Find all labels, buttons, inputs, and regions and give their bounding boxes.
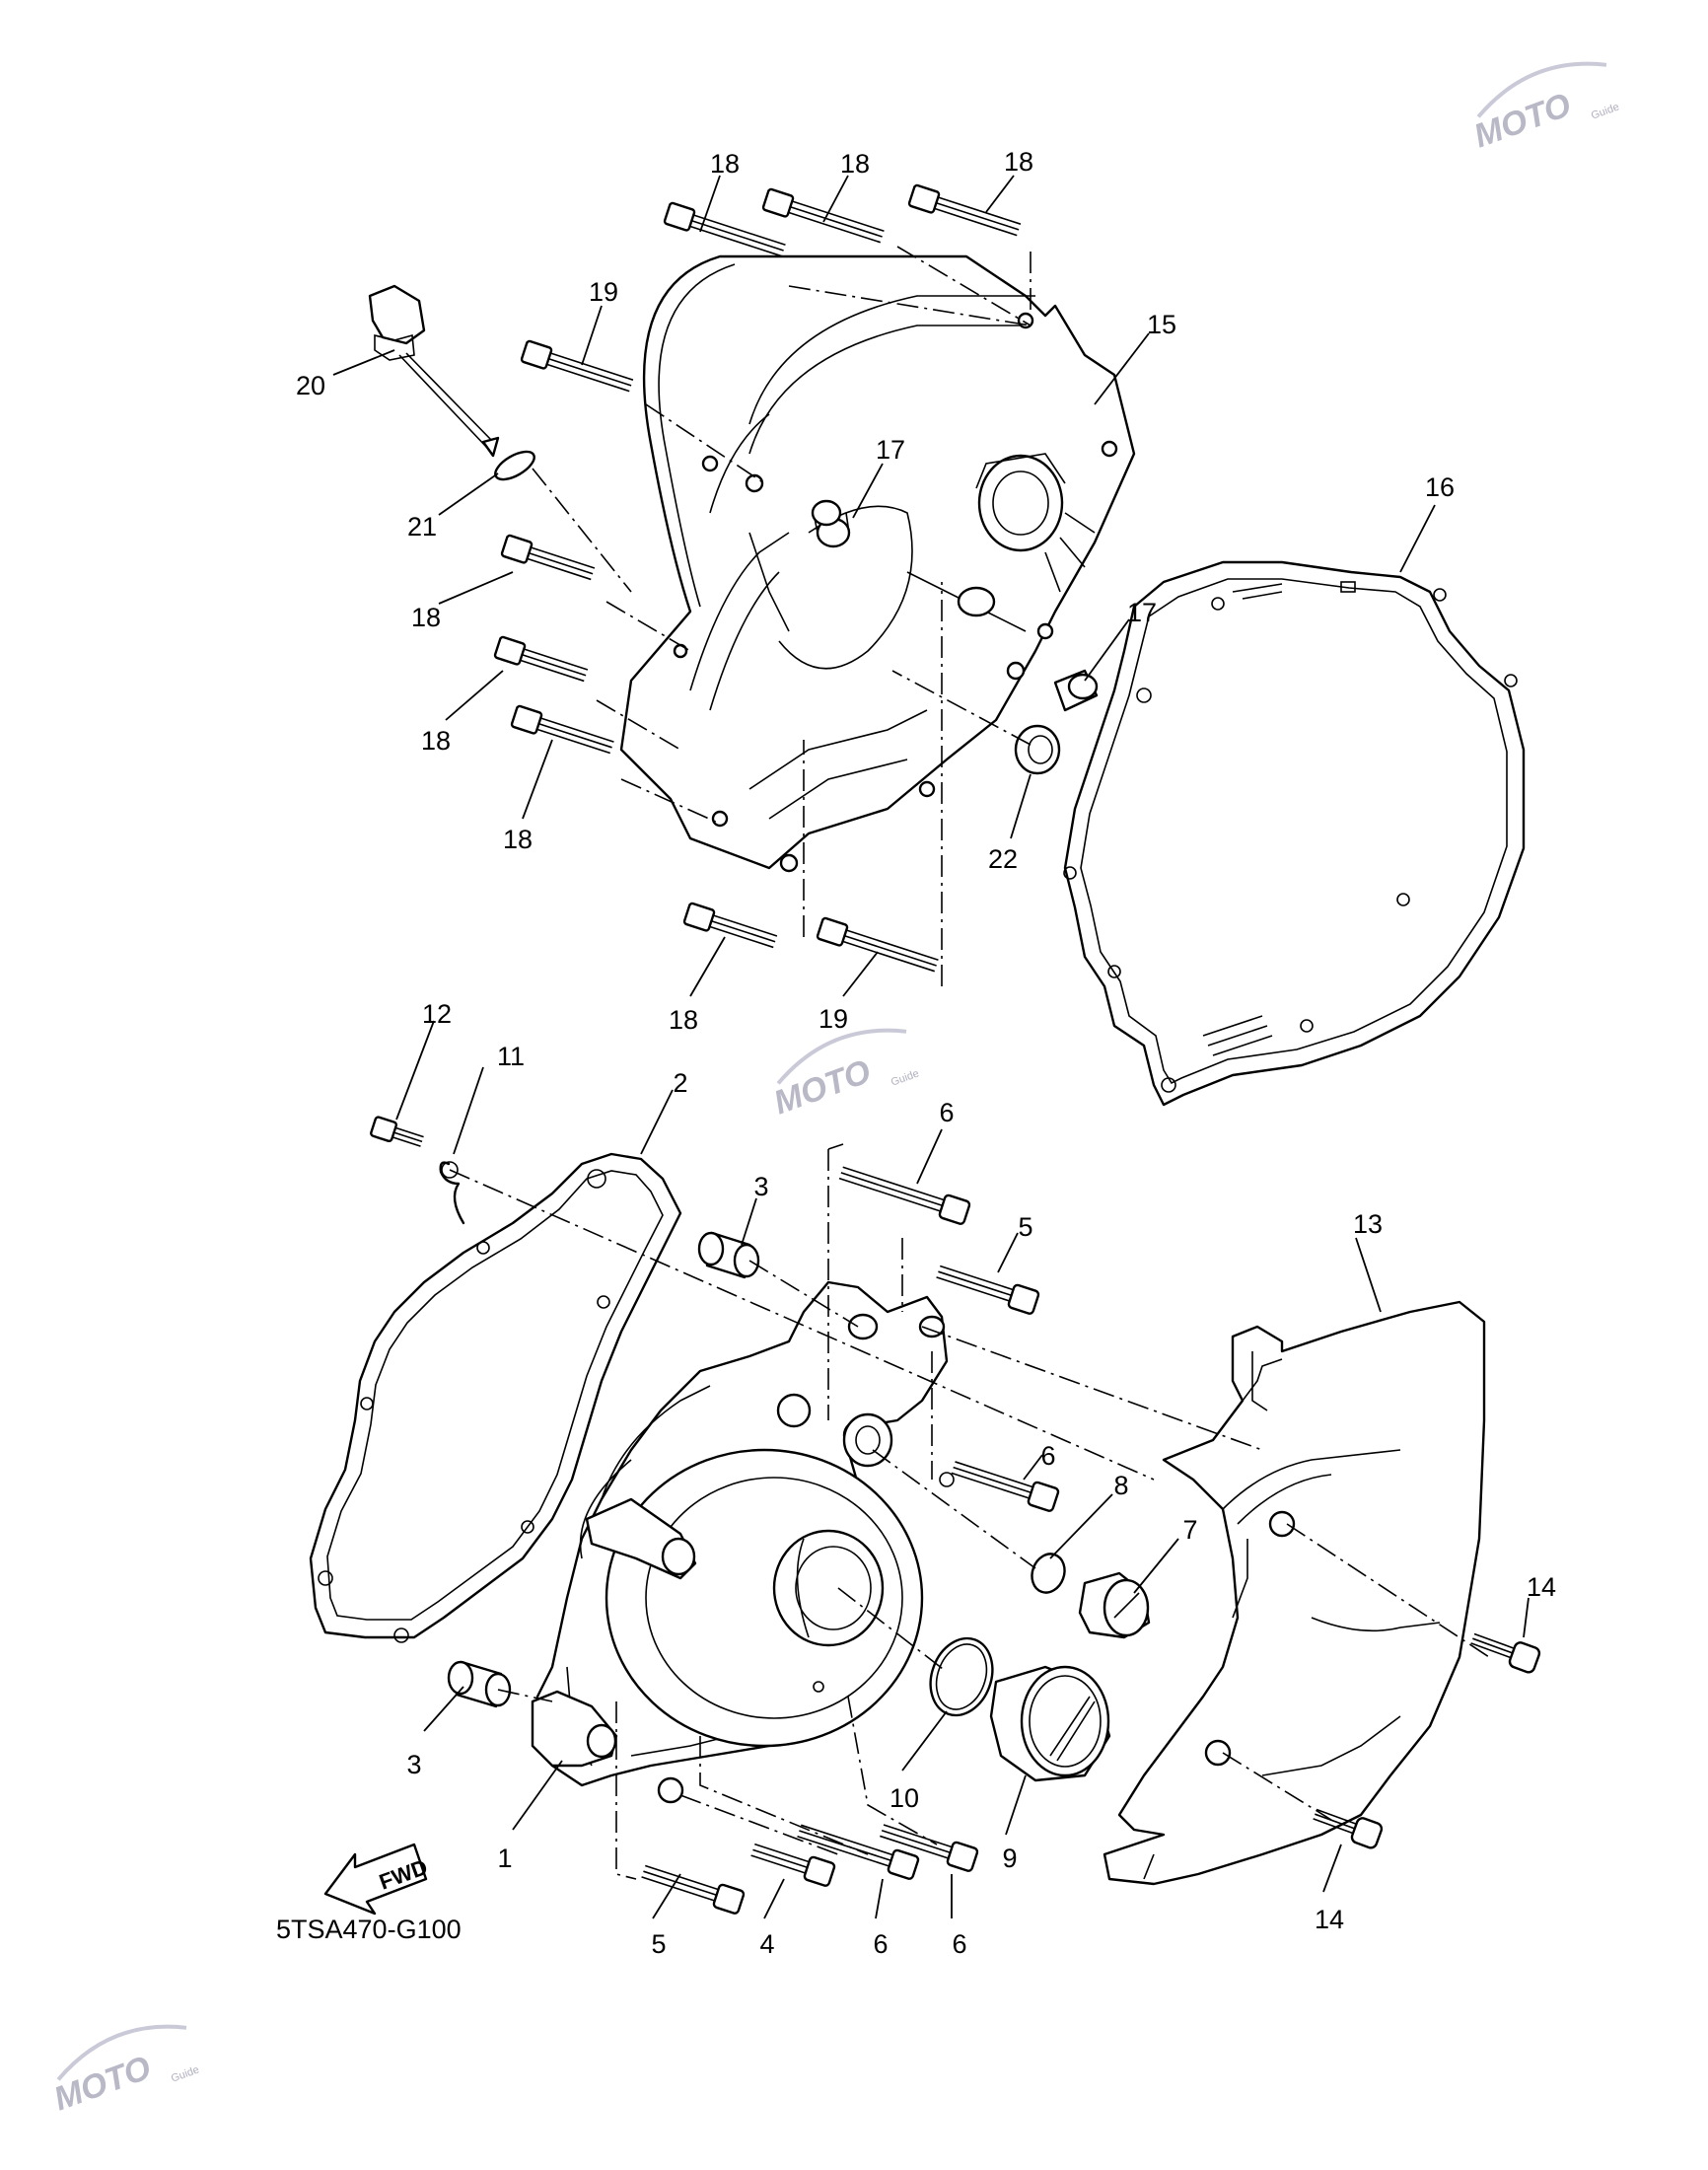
callout-16: 16 [1425, 472, 1455, 502]
svg-text:Guide: Guide [170, 2063, 201, 2084]
dowel-pin-17-upper [811, 499, 851, 548]
callout-6: 6 [1040, 1441, 1055, 1471]
bolt-part-14-lower [1313, 1808, 1384, 1849]
callout-19: 19 [589, 277, 618, 307]
gasket-part-2 [309, 1152, 682, 1643]
svg-text:MOTO: MOTO [1469, 86, 1576, 155]
crankcase-cover-part-15 [619, 254, 1136, 873]
dowel-pin-3-upper [697, 1231, 760, 1279]
callout-8: 8 [1113, 1471, 1128, 1500]
callout-17: 17 [1127, 598, 1157, 627]
callout-18: 18 [669, 1005, 698, 1035]
alignment-lines-lower [449, 1143, 1490, 1880]
bolts-upper [493, 183, 1022, 973]
callout-18: 18 [421, 726, 451, 756]
callout-17: 17 [876, 435, 905, 465]
callout-20: 20 [296, 371, 325, 400]
callout-12: 12 [422, 999, 452, 1029]
o-ring-8 [1031, 1553, 1066, 1594]
alignment-lines-upper [532, 246, 1032, 986]
plug-part-7 [1078, 1571, 1151, 1639]
callout-15: 15 [1147, 310, 1176, 339]
callout-6: 6 [939, 1098, 954, 1127]
callout-3: 3 [406, 1750, 421, 1779]
callout-13: 13 [1353, 1209, 1383, 1239]
watermark-bottom-left: MOTO Guide [49, 2024, 201, 2119]
callout-4: 4 [759, 1929, 774, 1959]
callout-labels: 18 18 18 19 15 20 17 21 16 18 17 18 18 2… [296, 147, 1556, 1959]
cover-part-13 [1103, 1300, 1486, 1886]
drawing-code: 5TSA470-G100 [276, 1915, 462, 1944]
watermark-top-right: MOTO Guide [1469, 61, 1621, 156]
clip-part-11 [439, 1161, 465, 1225]
o-ring-10 [929, 1636, 994, 1717]
oil-filler-cap-20 [368, 284, 500, 458]
svg-text:Guide: Guide [890, 1067, 921, 1088]
bolts-lower [641, 1166, 1060, 1915]
callout-7: 7 [1182, 1515, 1197, 1545]
o-ring-21 [494, 450, 535, 481]
dowel-pin-17-lower [1053, 669, 1099, 712]
fwd-arrow-icon: FWD [323, 1843, 431, 1916]
callout-11: 11 [497, 1042, 525, 1071]
crankcase-cover-part-1 [531, 1280, 955, 1804]
callout-5: 5 [1018, 1212, 1032, 1242]
callout-14: 14 [1315, 1905, 1344, 1934]
svg-text:Guide: Guide [1590, 101, 1621, 121]
bolt-part-12 [370, 1116, 424, 1147]
callout-5: 5 [651, 1929, 666, 1959]
callout-10: 10 [890, 1783, 919, 1813]
callout-2: 2 [673, 1068, 687, 1098]
callout-18: 18 [840, 149, 870, 179]
callout-22: 22 [988, 844, 1018, 874]
callout-6: 6 [873, 1929, 888, 1959]
callout-18: 18 [1004, 147, 1033, 177]
svg-text:MOTO: MOTO [769, 1052, 876, 1121]
callout-19: 19 [818, 1004, 848, 1034]
dowel-pin-3-lower [447, 1660, 512, 1708]
callout-18: 18 [710, 149, 740, 179]
callout-3: 3 [753, 1172, 768, 1201]
oil-seal-22 [1014, 724, 1061, 775]
callout-1: 1 [497, 1844, 512, 1873]
svg-text:MOTO: MOTO [49, 2049, 156, 2118]
bolt-part-14-upper [1470, 1632, 1541, 1674]
callout-21: 21 [407, 512, 437, 542]
leader-lines [332, 175, 1530, 1919]
plug-part-9 [989, 1665, 1111, 1782]
callout-9: 9 [1002, 1844, 1017, 1873]
callout-14: 14 [1527, 1572, 1556, 1602]
gasket-part-16 [1063, 560, 1526, 1107]
callout-18: 18 [503, 825, 533, 854]
callout-18: 18 [411, 603, 441, 632]
callout-6: 6 [952, 1929, 966, 1959]
